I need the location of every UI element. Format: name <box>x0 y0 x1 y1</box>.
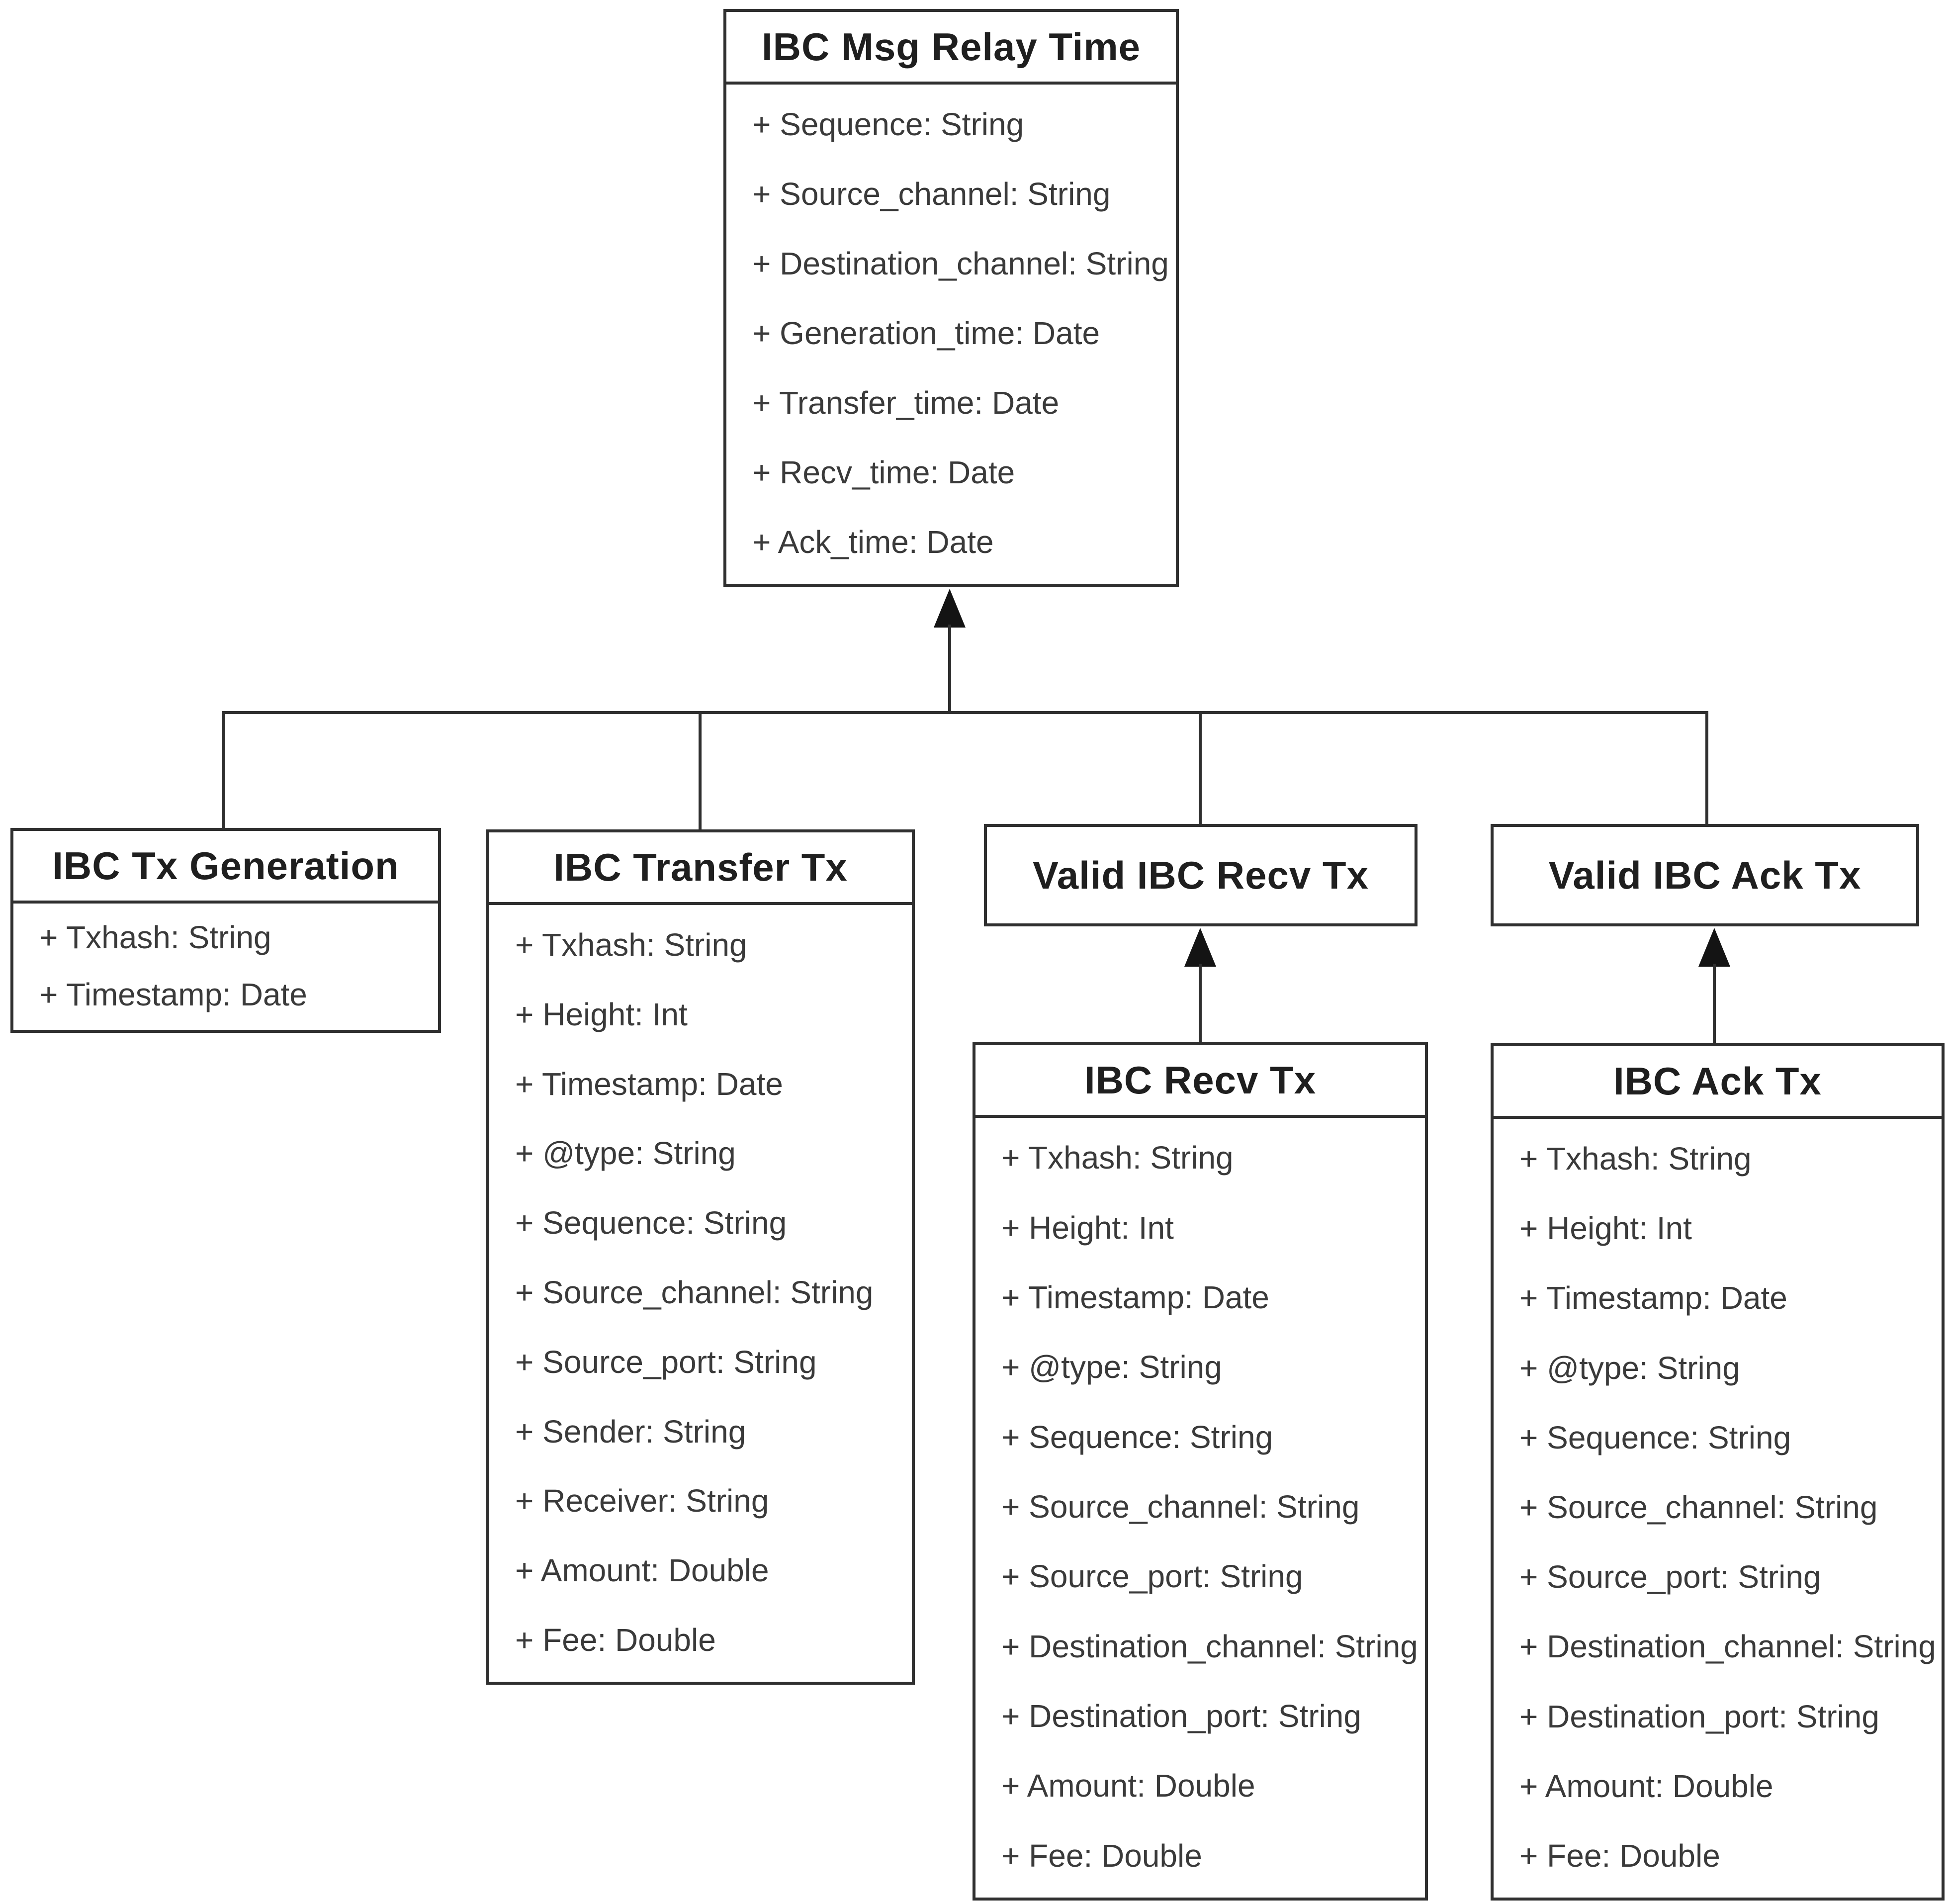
class-field: + Txhash: String <box>515 926 747 963</box>
class-field: + Generation_time: Date <box>752 315 1100 351</box>
class-field: + Timestamp: Date <box>39 976 307 1012</box>
class-field: + Fee: Double <box>515 1622 716 1658</box>
class-field: + Timestamp: Date <box>1001 1279 1269 1315</box>
class-field: + Sender: String <box>515 1413 746 1450</box>
class-field: + Source_port: String <box>515 1344 817 1380</box>
arrowhead-to-relay <box>934 589 966 628</box>
arrowhead-to-valid-ack <box>1698 928 1730 967</box>
connector-drop-tx-generation <box>222 711 225 829</box>
class-field: + Destination_port: String <box>1519 1698 1879 1734</box>
class-field: + Sequence: String <box>1519 1419 1791 1455</box>
class-box-transfer-tx: IBC Transfer Tx + Txhash: String + Heigh… <box>486 829 915 1685</box>
class-box-recv-tx: IBC Recv Tx + Txhash: String + Height: I… <box>973 1042 1428 1901</box>
class-box-tx-generation: IBC Tx Generation + Txhash: String + Tim… <box>10 828 441 1033</box>
class-field: + Height: Int <box>1519 1210 1692 1247</box>
connector-ack-stem <box>1713 964 1716 1043</box>
class-field: + Recv_time: Date <box>752 454 1015 490</box>
class-field: + @type: String <box>1519 1350 1740 1386</box>
class-title: IBC Tx Generation <box>13 831 438 904</box>
class-field: + Amount: Double <box>1001 1768 1255 1804</box>
class-field: + Destination_channel: String <box>752 246 1169 281</box>
connector-drop-transfer-tx <box>699 711 702 830</box>
connector-drop-valid-recv <box>1199 711 1202 824</box>
class-field: + Txhash: String <box>39 919 271 955</box>
class-field: + Fee: Double <box>1519 1837 1720 1874</box>
class-field: + Height: Int <box>515 996 688 1032</box>
class-field: + Txhash: String <box>1519 1141 1752 1177</box>
class-field: + Destination_channel: String <box>1001 1628 1418 1664</box>
class-field: + Source_channel: String <box>752 176 1111 212</box>
class-field: + Source_port: String <box>1519 1559 1821 1595</box>
class-title: Valid IBC Recv Tx <box>1033 853 1369 897</box>
class-field: + Source_channel: String <box>1001 1488 1360 1525</box>
class-field: + Sequence: String <box>515 1205 787 1241</box>
class-field: + Timestamp: Date <box>1519 1280 1787 1316</box>
class-box-relay: IBC Msg Relay Time + Sequence: String + … <box>723 9 1179 587</box>
connector-relay-stem <box>948 625 951 713</box>
class-field: + @type: String <box>515 1135 736 1172</box>
connector-drop-valid-ack <box>1705 711 1708 824</box>
class-box-valid-ack-tx: Valid IBC Ack Tx <box>1491 824 1919 926</box>
class-field: + Destination_channel: String <box>1519 1629 1936 1665</box>
class-fields: + Txhash: String + Height: Int + Timesta… <box>1494 1119 1942 1898</box>
class-field: + Source_channel: String <box>1519 1489 1878 1526</box>
class-fields: + Sequence: String + Source_channel: Str… <box>726 85 1176 584</box>
class-title: IBC Transfer Tx <box>489 832 912 905</box>
class-field: + Amount: Double <box>1519 1768 1773 1804</box>
class-field: + Transfer_time: Date <box>752 385 1060 421</box>
class-field: + Amount: Double <box>515 1552 769 1589</box>
class-field: + Source_channel: String <box>515 1274 874 1310</box>
class-field: + Txhash: String <box>1001 1140 1234 1176</box>
class-title: IBC Recv Tx <box>975 1045 1425 1118</box>
class-title: IBC Msg Relay Time <box>726 12 1176 85</box>
class-field: + Destination_port: String <box>1001 1698 1361 1734</box>
class-title: Valid IBC Ack Tx <box>1548 853 1861 897</box>
class-fields: + Txhash: String + Height: Int + Timesta… <box>975 1118 1425 1898</box>
connector-bus <box>222 711 1708 714</box>
class-field: + Height: Int <box>1001 1209 1174 1246</box>
connector-recv-stem <box>1199 964 1202 1042</box>
class-field: + Source_port: String <box>1001 1558 1303 1595</box>
class-title: IBC Ack Tx <box>1494 1046 1942 1119</box>
class-box-ack-tx: IBC Ack Tx + Txhash: String + Height: In… <box>1491 1043 1945 1901</box>
class-field: + Ack_time: Date <box>752 524 994 560</box>
class-field: + Sequence: String <box>1001 1419 1273 1455</box>
class-field: + Sequence: String <box>752 106 1024 142</box>
class-field: + Timestamp: Date <box>515 1066 783 1102</box>
class-box-valid-recv-tx: Valid IBC Recv Tx <box>984 824 1417 926</box>
arrowhead-to-valid-recv <box>1184 928 1216 967</box>
class-field: + Fee: Double <box>1001 1837 1202 1874</box>
class-field: + @type: String <box>1001 1349 1222 1385</box>
class-fields: + Txhash: String + Height: Int + Timesta… <box>489 905 912 1682</box>
class-field: + Receiver: String <box>515 1483 769 1519</box>
class-fields: + Txhash: String + Timestamp: Date <box>13 904 438 1030</box>
